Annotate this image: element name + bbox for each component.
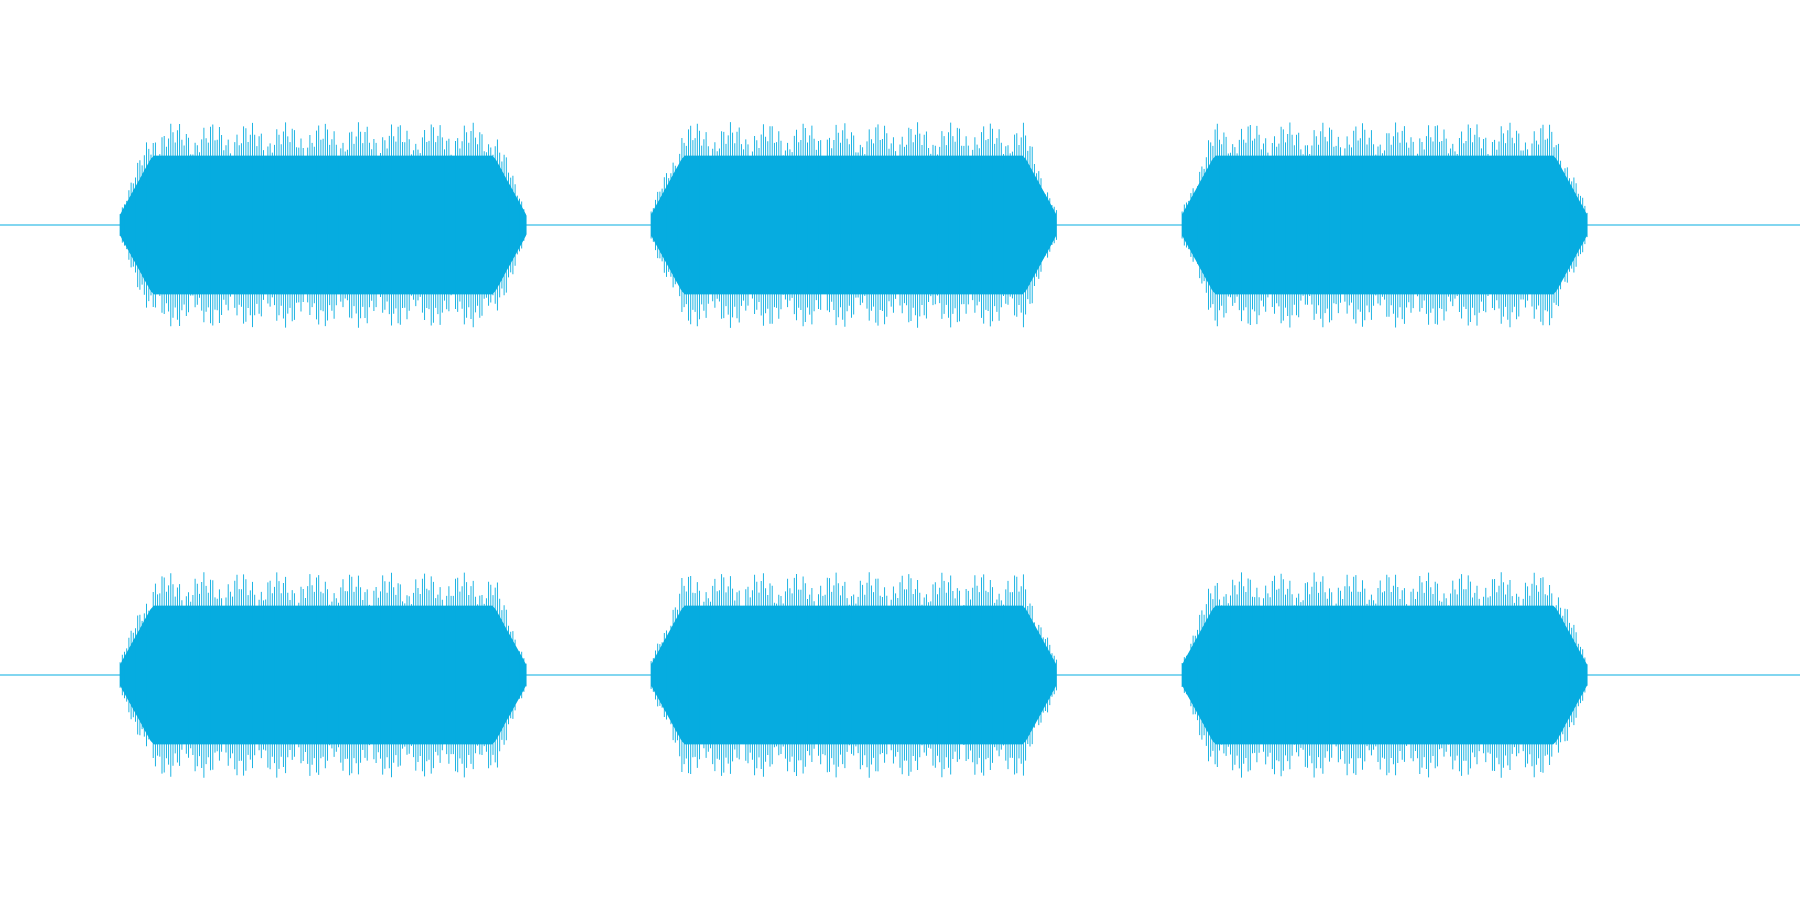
burst-oscillation [119, 572, 527, 778]
tone-burst [119, 122, 527, 328]
tone-burst [1181, 122, 1588, 328]
burst-oscillation [650, 572, 1057, 778]
channel-1 [0, 122, 1800, 328]
burst-oscillation [1181, 122, 1588, 328]
burst-oscillation [650, 122, 1057, 328]
tone-burst [1181, 572, 1588, 778]
tone-burst [650, 572, 1057, 778]
tone-burst [650, 122, 1057, 328]
channel-2 [0, 572, 1800, 778]
burst-oscillation [1181, 572, 1588, 778]
tone-burst [119, 572, 527, 778]
burst-oscillation [119, 122, 527, 328]
